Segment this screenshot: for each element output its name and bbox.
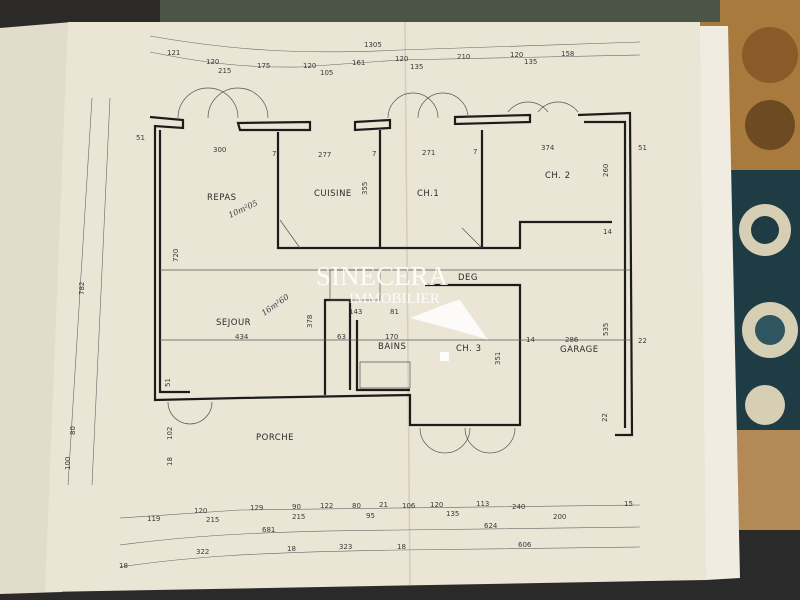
dim-label: 22 [601,413,609,422]
house-logo-icon [440,352,449,361]
background-object [160,0,720,22]
dim-label: 1305 [364,41,382,49]
dim-label: 80 [69,426,77,435]
dim-label: 119 [147,515,160,523]
dim-label: 323 [339,543,352,551]
dim-label: 81 [390,308,399,316]
dim-label: 624 [484,522,498,530]
dim-label: 7 [372,150,376,158]
dim-label: 215 [206,516,219,524]
dim-label: 135 [446,510,459,518]
dim-label: 170 [385,333,398,341]
dim-label: 175 [257,62,270,70]
dim-label: 351 [494,352,502,365]
dim-label: 90 [292,503,301,511]
dim-label: 21 [379,501,388,509]
dim-label: 18 [119,562,128,570]
dim-label: 122 [320,502,333,510]
room-label-ch1: CH.1 [417,189,439,199]
dim-label: 215 [292,513,305,521]
dim-label: 51 [136,134,145,142]
dim-label: 18 [287,545,296,553]
room-label-sejour: SEJOUR [216,318,251,328]
room-label-repas: REPAS [207,193,237,203]
dim-label: 606 [518,541,532,549]
dim-label: 7 [473,148,477,156]
dim-label: 22 [638,337,647,345]
dim-label: 14 [603,228,612,236]
dim-label: 300 [213,146,226,154]
dim-label: 80 [352,502,361,510]
paper-fold [404,21,411,586]
dim-label: 14 [526,336,535,344]
dim-label: 322 [196,548,209,556]
dim-label: 355 [361,182,369,195]
watermark-title: SINECERA [316,261,449,291]
dim-label: 18 [166,457,174,466]
dim-label: 120 [206,58,219,66]
room-label-bains: BAINS [378,342,406,352]
dim-label: 161 [352,59,365,67]
dim-label: 374 [541,144,555,152]
dim-label: 434 [235,333,249,341]
room-label-porche: PORCHE [256,433,294,443]
dim-label: 240 [512,503,525,511]
dim-label: 210 [457,53,470,61]
dim-label: 106 [402,502,416,510]
dim-label: 215 [218,67,231,75]
dim-label: 681 [262,526,275,534]
dim-label: 135 [524,58,537,66]
dim-label: 260 [602,164,610,177]
plan-paper [45,22,706,592]
watermark-logo: SINECERA IMMOBILIER [316,261,488,361]
dim-label: 535 [602,323,610,336]
dim-label: 277 [318,151,331,159]
dim-label: 200 [553,513,566,521]
dim-label: 271 [422,149,435,157]
dimension-lines [67,35,641,568]
room-label-ch3: CH. 3 [456,344,482,354]
room-label-garage: GARAGE [560,345,599,355]
dim-label: 105 [320,69,333,77]
dim-label: 120 [430,501,443,509]
dim-label: 143 [349,308,362,316]
dim-label: 129 [250,504,263,512]
dim-label: 378 [306,315,314,328]
dim-label: 120 [194,507,207,515]
patterned-fabric [700,0,800,600]
dim-label: 113 [476,500,489,508]
dim-label: 102 [166,427,174,440]
dim-label: 782 [78,282,86,295]
swordfish-logo-icon [410,300,488,340]
walls [149,111,634,437]
room-label-deg: DEG [458,273,478,283]
watermark-subtitle: IMMOBILIER [349,291,440,307]
room-label-ch2: CH. 2 [545,171,571,181]
dim-label: 135 [410,63,423,71]
dim-label: 120 [510,51,523,59]
dim-label: 120 [303,62,316,70]
dim-label: 18 [397,543,406,551]
dim-label: 158 [561,50,574,58]
dim-label: 15 [624,500,633,508]
door-arcs [167,87,579,454]
room-label-cuisine: CUISINE [314,189,352,199]
dim-label: 95 [366,512,375,520]
dim-label: 7 [272,150,276,158]
dim-label: 63 [337,333,346,341]
dim-label: 286 [565,336,579,344]
dim-label: 120 [395,55,408,63]
dim-label: 51 [164,378,172,387]
dim-label: 51 [638,144,647,152]
dim-label: 720 [172,249,180,262]
dim-label: 100 [64,457,72,470]
dim-label: 121 [167,49,180,57]
